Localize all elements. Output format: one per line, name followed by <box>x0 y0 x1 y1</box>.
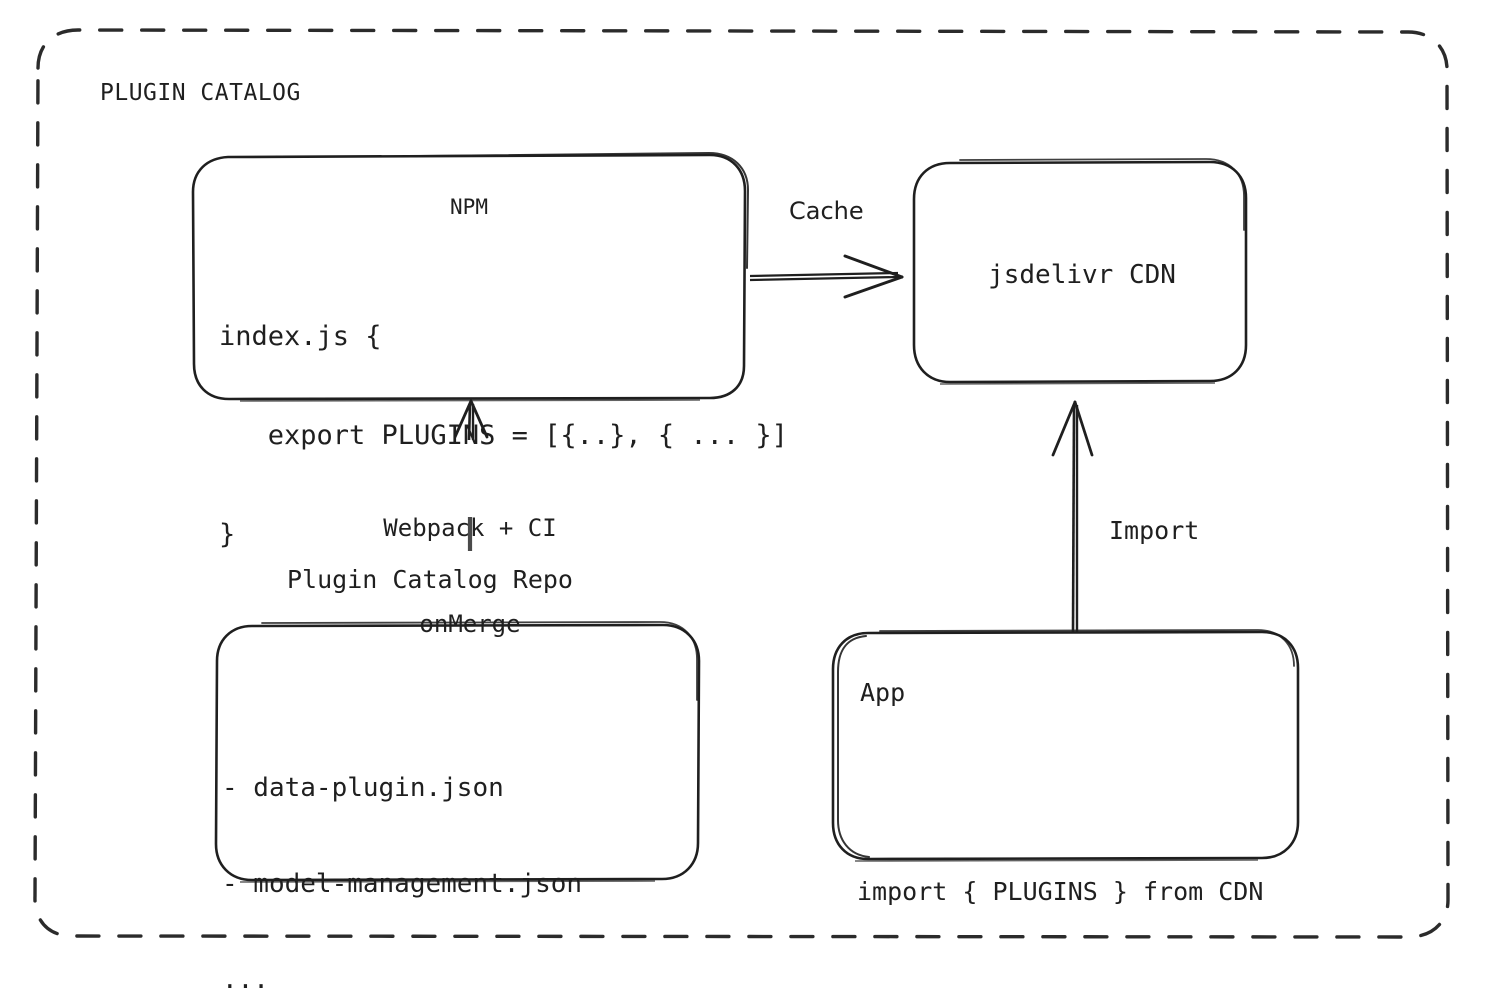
import-arrow <box>1051 400 1094 633</box>
npm-code-line-1: index.js { <box>219 321 382 352</box>
import-edge-label: Import <box>1109 516 1200 545</box>
plugin-catalog-container-border <box>33 28 1450 939</box>
repo-node-shape[interactable] <box>214 621 701 883</box>
build-edge-label: Webpack + CI onMerge <box>373 448 567 704</box>
cdn-node-title: jsdelivr CDN <box>988 260 1176 290</box>
build-edge-label-line-2: onMerge <box>419 610 521 638</box>
page-title: PLUGIN CATALOG <box>100 80 301 106</box>
app-code-block: import { PLUGINS } from CDN PLUGINS.forE… <box>857 737 1263 1002</box>
app-node-title: App <box>860 678 906 707</box>
repo-file-list: - data-plugin.json - model-management.js… <box>222 708 582 1002</box>
npm-code-line-3: } <box>219 519 236 550</box>
cache-arrow <box>749 254 904 299</box>
cdn-node-shape[interactable] <box>912 158 1248 385</box>
npm-code-block: index.js { export PLUGINS = [{..}, { ...… <box>219 254 788 617</box>
repo-node-label: Plugin Catalog Repo <box>287 565 573 594</box>
repo-file-item: ... <box>222 965 269 995</box>
build-arrow <box>453 399 489 551</box>
app-node-shape[interactable] <box>831 629 1300 862</box>
npm-node-title: NPM <box>450 195 488 219</box>
repo-file-item: - data-plugin.json <box>222 773 504 803</box>
cache-edge-label: Cache <box>789 197 864 225</box>
build-edge-label-line-1: Webpack + CI <box>383 514 557 542</box>
npm-code-line-2: export PLUGINS = [{..}, { ... }] <box>219 420 788 451</box>
app-code-line-1: import { PLUGINS } from CDN <box>857 877 1264 906</box>
repo-file-item: - model-management.json <box>222 869 583 899</box>
